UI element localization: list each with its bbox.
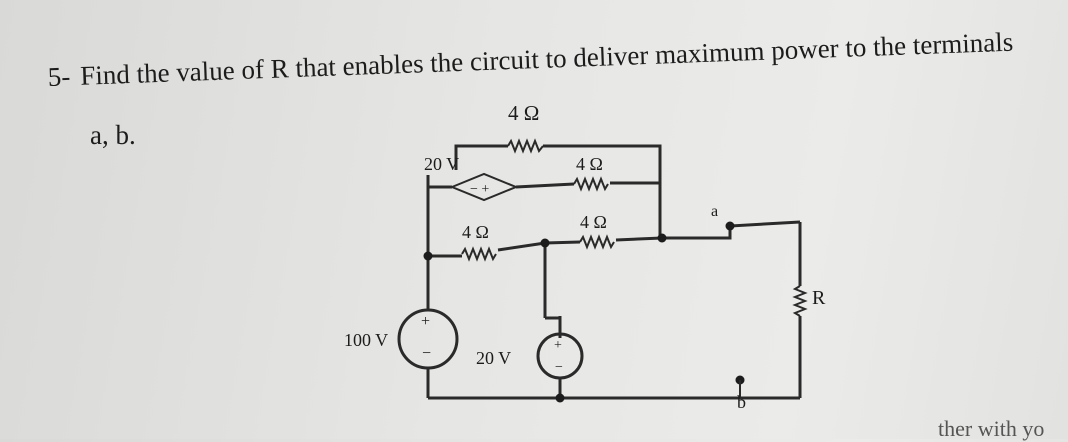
node-right — [657, 233, 667, 243]
resistors — [461, 138, 808, 317]
bottom-source-plus: + — [554, 338, 562, 353]
left-voltage-source — [397, 308, 459, 370]
resistor-load — [792, 285, 808, 317]
node-bottom-center — [555, 393, 565, 403]
node-center — [540, 238, 550, 248]
cutoff-text: ther with yo — [938, 416, 1045, 441]
node-left-mid — [423, 251, 433, 261]
label-load-resistor: R — [812, 287, 826, 309]
label-dep-source: 20 V — [424, 154, 459, 174]
wire-mid-center — [497, 240, 581, 252]
circuit-wires — [426, 144, 802, 400]
label-mid-right-resistor: 4 Ω — [580, 212, 607, 232]
dependent-source-diamond — [449, 172, 519, 202]
resistor-mid-right — [579, 234, 615, 250]
bottom-source-minus: − — [555, 360, 563, 375]
label-mid-left-resistor: 4 Ω — [462, 222, 489, 242]
resistor-upper-right — [573, 176, 609, 192]
left-source-minus: − — [422, 345, 431, 362]
bottom-voltage-source — [536, 332, 584, 380]
nodes — [423, 221, 745, 403]
label-bottom-source: 20 V — [476, 348, 511, 368]
wire-top-right — [543, 144, 662, 238]
label-left-source: 100 V — [344, 330, 388, 350]
label-top-resistor: 4 Ω — [508, 101, 539, 125]
wire-top-left — [454, 144, 508, 170]
wire-to-terminal-a — [662, 220, 801, 240]
wire-mid-right — [615, 236, 663, 242]
resistor-mid-left — [461, 246, 497, 262]
label-terminal-b: b — [737, 392, 746, 412]
resistor-top — [507, 138, 544, 154]
left-source-plus: + — [421, 313, 430, 330]
wire-dep-right — [515, 182, 575, 189]
label-upper-right-resistor: 4 Ω — [576, 154, 603, 174]
label-dep-signs: − + — [470, 182, 489, 197]
terminal-a-node — [725, 221, 735, 231]
label-terminal-a: a — [711, 203, 718, 220]
question-line-2: a, b. — [90, 120, 136, 150]
